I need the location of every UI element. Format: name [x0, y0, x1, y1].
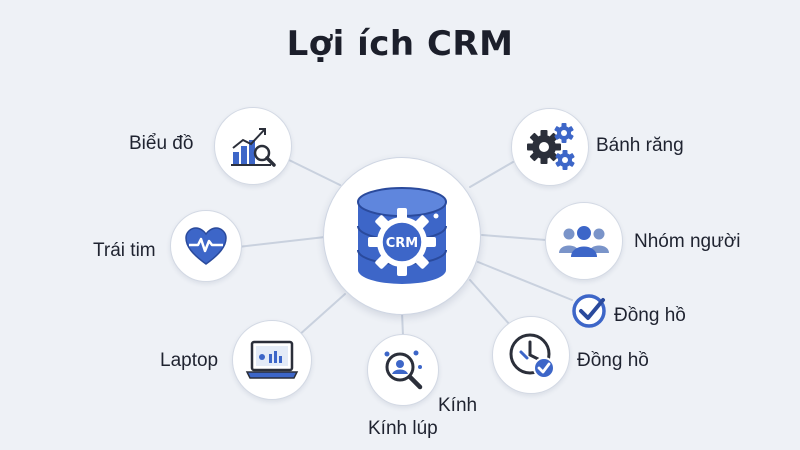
connector-line [481, 234, 547, 241]
heart-pulse-icon [185, 227, 227, 265]
laptop-label: Laptop [160, 350, 219, 371]
laptop-icon [245, 340, 299, 379]
gears-label: Bánh răng [596, 135, 684, 156]
people-node[interactable] [545, 202, 623, 280]
clock-node[interactable] [492, 316, 570, 394]
search-person-icon [384, 350, 423, 390]
laptop-node[interactable] [232, 320, 312, 400]
connector-line [477, 261, 573, 301]
magnifier-label: Kính lúp [368, 418, 438, 439]
heart-node[interactable] [170, 210, 242, 282]
gears-icon [527, 123, 575, 170]
connector-line [237, 236, 326, 248]
clock-label: Đồng hồ [577, 350, 649, 371]
magnifier-extra-label: Kính [438, 395, 478, 416]
crm-database-gear-icon: CRM [357, 187, 447, 284]
chart-node[interactable] [214, 107, 292, 185]
check-node[interactable] [570, 290, 610, 330]
people-label: Nhóm người [634, 231, 741, 252]
chart-label: Biểu đồ [129, 133, 194, 154]
magnifier-node[interactable] [367, 334, 439, 406]
connector-line [288, 159, 341, 186]
connector-line [401, 311, 404, 337]
chart-magnifier-icon [231, 128, 276, 167]
page-title: Lợi ích CRM [286, 24, 514, 64]
gears-node[interactable] [511, 108, 589, 186]
check-circle-icon [572, 294, 606, 328]
connector-line [297, 293, 346, 337]
people-group-icon [559, 226, 609, 257]
connector-line [469, 279, 511, 326]
heart-label: Trái tim [93, 240, 156, 261]
crm-label: CRM [386, 236, 419, 251]
crm-hub: CRM [323, 157, 481, 315]
connector-line [469, 161, 514, 188]
check-label: Đồng hồ [614, 305, 686, 326]
clock-check-icon [509, 333, 555, 379]
